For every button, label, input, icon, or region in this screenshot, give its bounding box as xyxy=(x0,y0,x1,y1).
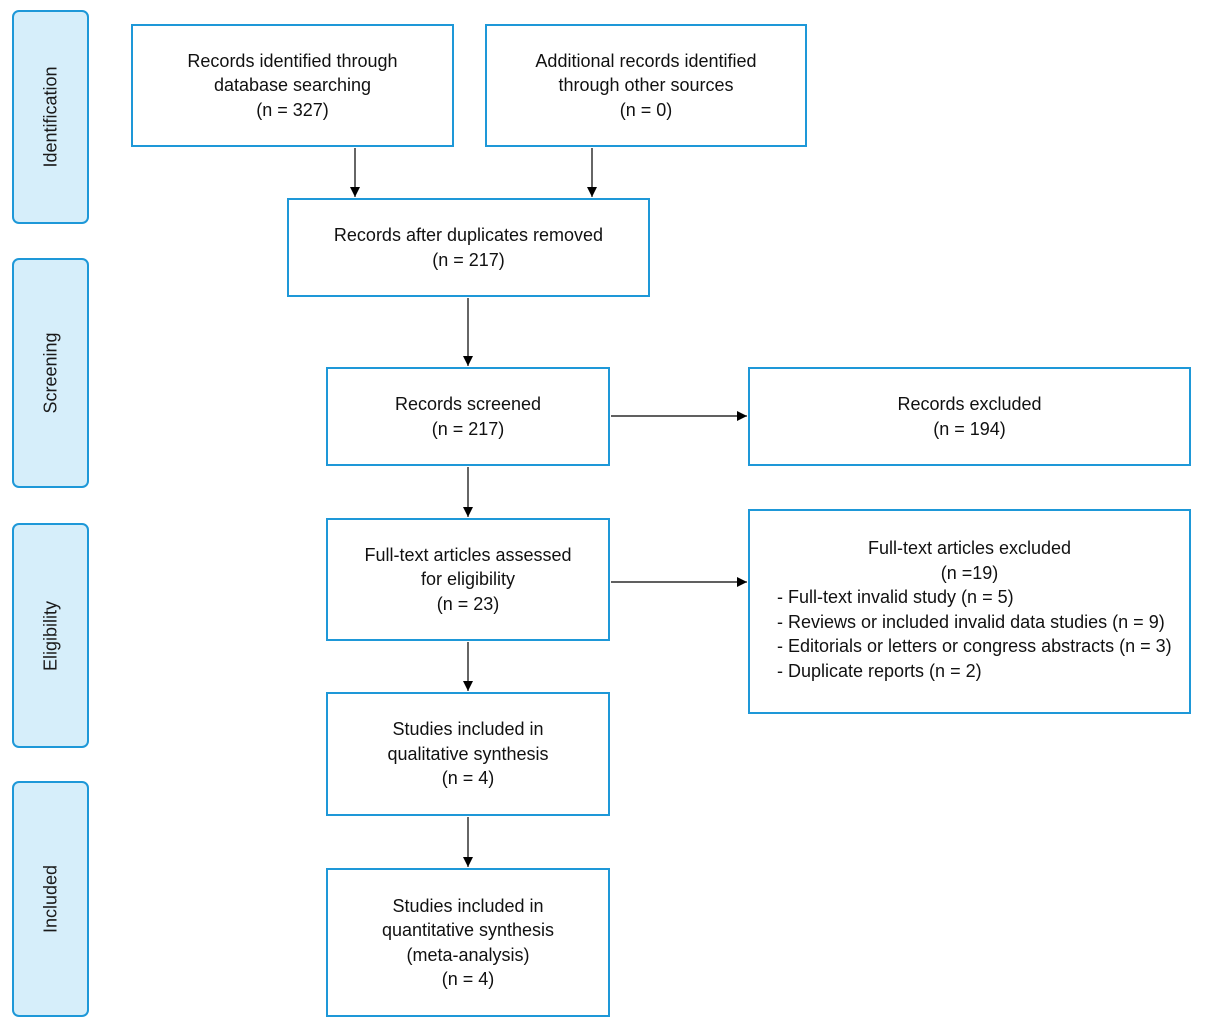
box-fulltext-assessed: Full-text articles assessed for eligibil… xyxy=(326,518,610,641)
phase-eligibility: Eligibility xyxy=(12,523,89,748)
box-other-sources: Additional records identified through ot… xyxy=(485,24,807,147)
phase-identification: Identification xyxy=(12,10,89,224)
box-database-search-count: (n = 327) xyxy=(256,99,329,120)
box-records-excluded-count: (n = 194) xyxy=(933,418,1006,439)
box-qualitative-line-2: qualitative synthesis xyxy=(387,743,549,764)
box-quantitative-count: (n = 4) xyxy=(441,969,495,989)
exclusion-reasons-list: - Full-text invalid study (n = 5) - Revi… xyxy=(777,585,1172,683)
box-fulltext-excluded-count: (n =19) xyxy=(940,562,999,583)
box-after-duplicates-count: (n = 217) xyxy=(432,249,505,270)
box-qualitative-count: (n = 4) xyxy=(441,768,495,789)
phase-screening: Screening xyxy=(12,258,89,488)
box-quantitative-line-1: Studies included in xyxy=(392,895,544,916)
box-other-sources-count: (n = 0) xyxy=(619,99,673,120)
exclusion-reason-item: - Duplicate reports (n = 2) xyxy=(777,660,982,681)
box-after-duplicates-line-1: Records after duplicates removed xyxy=(333,225,604,245)
box-fulltext-excluded: Full-text articles excluded (n =19) - Fu… xyxy=(748,509,1191,714)
box-fulltext-assessed-line-2: for eligibility xyxy=(420,569,516,590)
box-database-search-line-1: Records identified through xyxy=(187,50,398,71)
box-quantitative-line-3: (meta-analysis) xyxy=(406,944,530,965)
exclusion-reason-item: - Full-text invalid study (n = 5) xyxy=(777,587,1014,607)
box-records-excluded: Records excluded (n = 194) xyxy=(748,367,1191,466)
box-quantitative-synthesis: Studies included in quantitative synthes… xyxy=(326,868,610,1017)
box-records-screened: Records screened (n = 217) xyxy=(326,367,610,466)
box-records-excluded-line-1: Records excluded xyxy=(897,394,1042,414)
box-qualitative-line-1: Studies included in xyxy=(392,719,544,740)
exclusion-reason-item: - Editorials or letters or congress abst… xyxy=(777,636,1172,656)
box-other-sources-line-1: Additional records identified xyxy=(535,50,757,71)
phase-included: Included xyxy=(12,781,89,1017)
box-database-search-line-2: database searching xyxy=(213,75,372,96)
box-quantitative-line-2: quantitative synthesis xyxy=(381,920,555,940)
box-qualitative-synthesis: Studies included in qualitative synthesi… xyxy=(326,692,610,816)
box-after-duplicates: Records after duplicates removed (n = 21… xyxy=(287,198,650,297)
box-database-search: Records identified through database sear… xyxy=(131,24,454,147)
box-other-sources-line-2: through other sources xyxy=(558,75,734,96)
box-fulltext-assessed-count: (n = 23) xyxy=(436,593,500,614)
box-fulltext-assessed-line-1: Full-text articles assessed xyxy=(364,544,572,565)
box-records-screened-count: (n = 217) xyxy=(431,418,505,439)
exclusion-reason-item: - Reviews or included invalid data studi… xyxy=(777,611,1165,632)
box-records-screened-line-1: Records screened xyxy=(394,394,542,414)
box-fulltext-excluded-title: Full-text articles excluded xyxy=(867,538,1072,558)
